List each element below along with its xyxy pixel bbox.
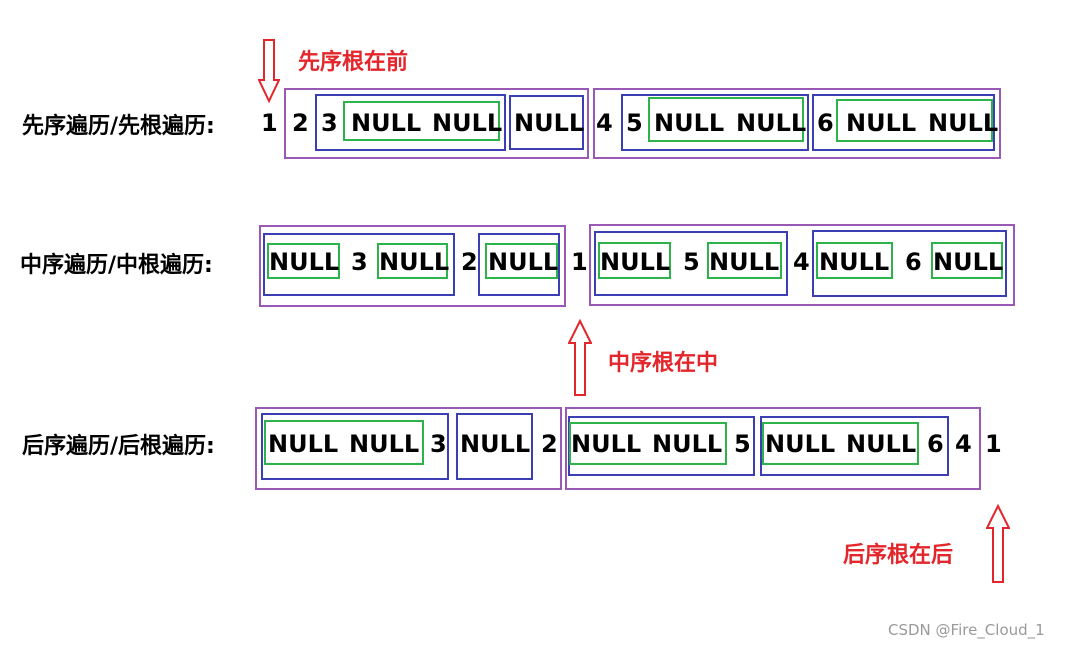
- inorder-token: NULL: [819, 248, 890, 276]
- preorder-node5-box: [621, 94, 809, 151]
- postorder-token: 2: [541, 430, 558, 458]
- inorder-annotation: 中序根在中: [608, 351, 719, 376]
- inorder-token: 3: [351, 248, 368, 276]
- inorder-leaf-box: [707, 242, 782, 279]
- inorder-leaf-box: [931, 242, 1003, 279]
- inorder-token: NULL: [379, 248, 450, 276]
- inorder-leaf-box: [267, 243, 340, 279]
- postorder-token: 6: [927, 430, 944, 458]
- preorder-token: NULL: [928, 109, 999, 137]
- inorder-token: NULL: [709, 248, 780, 276]
- preorder-left-subtree-box: [284, 88, 589, 159]
- inorder-leaf-box: [598, 242, 671, 279]
- inorder-leaf-box: [377, 243, 448, 279]
- postorder-token: 3: [430, 430, 447, 458]
- preorder-token: 5: [626, 109, 643, 137]
- inorder-node3-box: [263, 233, 455, 296]
- inorder-token: NULL: [933, 248, 1004, 276]
- postorder-node3-children-box: [264, 420, 424, 465]
- postorder-token: 4: [955, 430, 972, 458]
- postorder-token: 5: [734, 430, 751, 458]
- postorder-token: NULL: [349, 430, 420, 458]
- preorder-token: 4: [596, 109, 613, 137]
- postorder-token: NULL: [460, 430, 531, 458]
- postorder-token: NULL: [846, 430, 917, 458]
- postorder-label: 后序遍历/后根遍历:: [22, 434, 215, 459]
- watermark: CSDN @Fire_Cloud_1: [888, 621, 1045, 639]
- up-arrow-icon: [568, 319, 592, 396]
- postorder-token: NULL: [571, 430, 642, 458]
- postorder-node3-box: [261, 413, 449, 480]
- preorder-node6-children-box: [836, 99, 993, 142]
- postorder-left-subtree-box: [255, 407, 562, 490]
- preorder-token: 1: [261, 109, 278, 137]
- postorder-token: NULL: [268, 430, 339, 458]
- inorder-leaf-box: [816, 242, 893, 279]
- postorder-node2-right-box: [456, 413, 533, 480]
- preorder-node3-children-box: [343, 101, 500, 141]
- preorder-token: 6: [817, 109, 834, 137]
- preorder-token: 2: [292, 109, 309, 137]
- inorder-token: 6: [905, 248, 922, 276]
- inorder-right-subtree-box: [589, 224, 1015, 306]
- preorder-token: NULL: [846, 109, 917, 137]
- inorder-node2-right-box: [478, 233, 560, 296]
- inorder-token: 2: [461, 248, 478, 276]
- postorder-token: NULL: [652, 430, 723, 458]
- preorder-node5-children-box: [648, 97, 804, 142]
- inorder-token: 5: [683, 248, 700, 276]
- preorder-node2-right-box: [509, 95, 584, 150]
- preorder-node6-box: [812, 94, 995, 151]
- preorder-token: NULL: [432, 109, 503, 137]
- inorder-label: 中序遍历/中根遍历:: [20, 253, 213, 278]
- preorder-token: NULL: [736, 109, 807, 137]
- preorder-annotation: 先序根在前: [298, 50, 409, 75]
- preorder-token: NULL: [654, 109, 725, 137]
- inorder-node6-box: [812, 230, 1007, 297]
- preorder-token: NULL: [351, 109, 422, 137]
- preorder-label: 先序遍历/先根遍历:: [22, 114, 215, 139]
- postorder-node6-children-box: [762, 422, 919, 465]
- preorder-node3-box: [315, 94, 506, 151]
- inorder-leaf-box: [485, 243, 558, 279]
- postorder-token: NULL: [765, 430, 836, 458]
- postorder-right-subtree-box: [565, 407, 981, 490]
- inorder-token: NULL: [488, 248, 559, 276]
- inorder-token: NULL: [600, 248, 671, 276]
- up-arrow-icon: [986, 504, 1010, 583]
- postorder-node5-children-box: [569, 422, 727, 465]
- inorder-left-subtree-box: [259, 225, 566, 307]
- inorder-token: 4: [793, 248, 810, 276]
- inorder-node5-box: [594, 231, 788, 296]
- preorder-token: NULL: [514, 109, 585, 137]
- inorder-token: 1: [571, 248, 588, 276]
- down-arrow-icon: [258, 39, 280, 104]
- preorder-right-subtree-box: [593, 88, 1001, 159]
- postorder-node6-box: [760, 416, 949, 476]
- postorder-annotation: 后序根在后: [843, 543, 954, 568]
- inorder-token: NULL: [269, 248, 340, 276]
- postorder-token: 1: [985, 430, 1002, 458]
- preorder-token: 3: [321, 109, 338, 137]
